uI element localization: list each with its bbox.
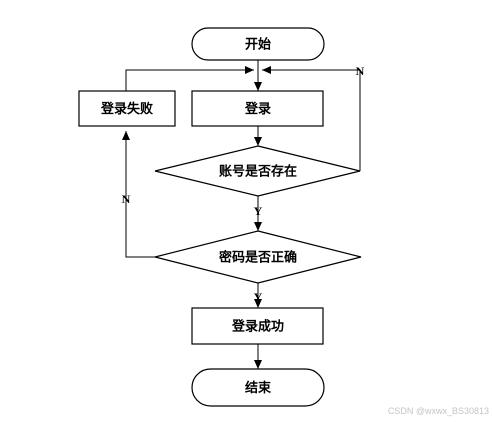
end-label: 结束	[245, 380, 272, 396]
login-label: 登录	[244, 101, 271, 117]
password-no-label: N	[122, 192, 131, 206]
login-process	[191, 90, 324, 127]
password-yes-label: Y	[254, 290, 263, 304]
arrowhead-into-password-check	[254, 222, 262, 231]
edge-account-no-loop	[262, 69, 361, 171]
account-exists-label: 账号是否存在	[219, 164, 297, 180]
edge-login-failed-loop	[125, 69, 254, 91]
arrowhead-into-login	[254, 82, 262, 91]
account-no-label: N	[356, 64, 365, 78]
account-yes-label: Y	[254, 204, 263, 218]
arrowhead-into-account-check	[254, 137, 262, 146]
password-correct-decision	[154, 230, 362, 284]
login-success-process	[191, 307, 324, 345]
account-exists-decision	[154, 145, 361, 197]
login-failed-label: 登录失败	[100, 101, 153, 117]
arrowhead-account-loop-join	[262, 66, 271, 74]
arrowhead-into-end	[254, 360, 262, 369]
start-label: 开始	[245, 37, 271, 53]
edge-password-no-to-failed	[125, 131, 155, 258]
watermark-text: CSDN @wxwx_BS30813	[388, 406, 489, 416]
password-correct-label: 密码是否正确	[218, 250, 297, 266]
arrowhead-into-login-success	[254, 299, 262, 308]
start-terminal	[191, 27, 325, 61]
arrowhead-failed-loop-join	[245, 66, 254, 74]
end-terminal	[191, 368, 325, 407]
login-failed-process	[78, 90, 176, 127]
login-success-label: 登录成功	[231, 319, 284, 335]
arrowhead-into-login-failed	[122, 131, 130, 140]
